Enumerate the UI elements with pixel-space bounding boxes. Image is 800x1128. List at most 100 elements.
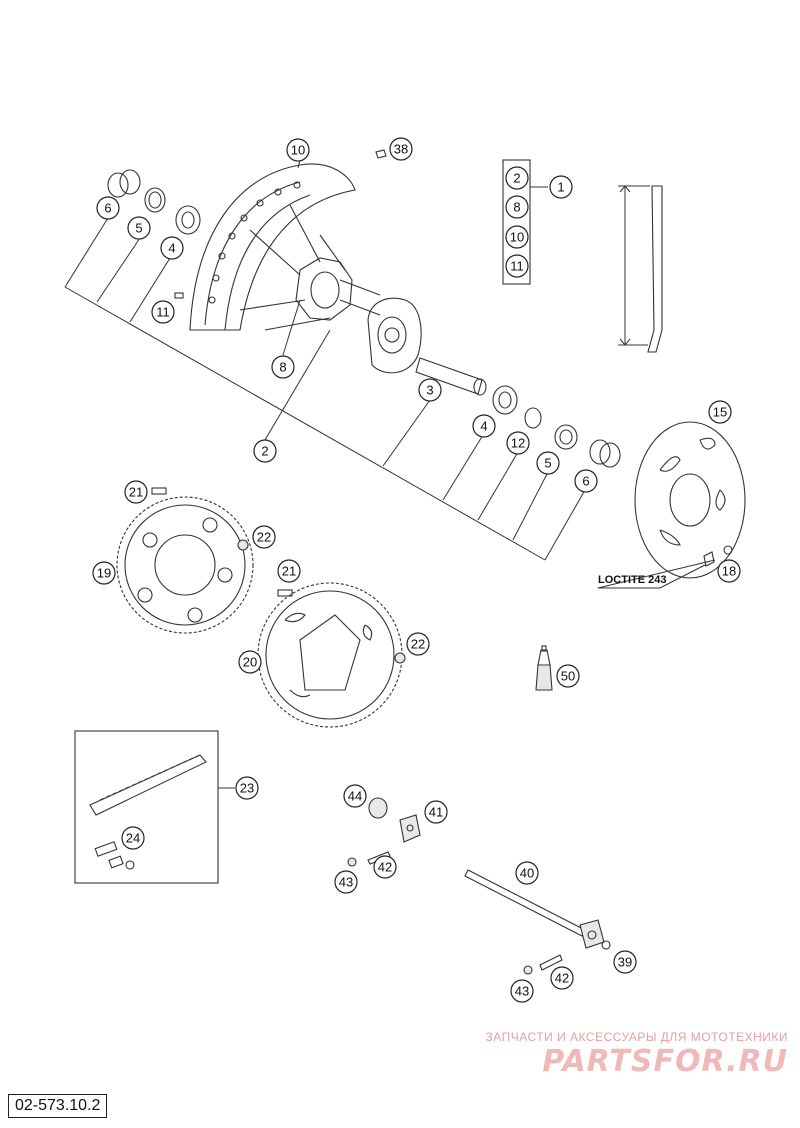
nut-43-b	[523, 965, 533, 975]
callout-50: 50	[556, 664, 580, 688]
chain-adjuster-41	[399, 814, 421, 843]
callout-19: 19	[92, 561, 116, 585]
svg-text:22: 22	[411, 637, 425, 652]
bolt-21-a	[151, 487, 167, 495]
svg-text:8: 8	[279, 360, 286, 375]
callout-21-b: 21	[277, 559, 301, 583]
svg-text:21: 21	[129, 485, 143, 500]
valve-38	[375, 149, 387, 159]
bearing-right-4	[492, 385, 518, 415]
callout-2: 2	[253, 439, 277, 463]
nut-22-b	[394, 652, 406, 664]
watermark-tagline: ЗАПЧАСТИ И АКСЕССУАРЫ ДЛЯ МОТОТЕХНИКИ	[485, 1030, 788, 1044]
svg-text:38: 38	[394, 142, 408, 157]
seal-left-5	[144, 187, 166, 213]
loctite-tube-50	[535, 645, 553, 691]
bearing-left-4	[175, 205, 201, 235]
svg-text:3: 3	[426, 383, 433, 398]
seal-right-5	[554, 424, 578, 450]
sprocket-20	[257, 582, 403, 728]
callout-5-left: 5	[127, 216, 151, 240]
callout-38: 38	[389, 137, 413, 161]
callout-24: 24	[121, 826, 145, 850]
svg-text:43: 43	[515, 984, 529, 999]
svg-text:5: 5	[544, 456, 551, 471]
svg-text:41: 41	[429, 805, 443, 820]
bolt-42-b	[539, 954, 563, 971]
callout-42-a: 42	[373, 855, 397, 879]
svg-text:18: 18	[722, 564, 736, 579]
svg-text:20: 20	[243, 655, 257, 670]
watermark: ЗАПЧАСТИ И АКСЕССУАРЫ ДЛЯ МОТОТЕХНИКИ PA…	[486, 1030, 788, 1079]
hub	[295, 257, 422, 374]
svg-text:4: 4	[168, 241, 175, 256]
watermark-brand: PARTSFOR.RU	[542, 1044, 788, 1079]
callout-22-b: 22	[406, 632, 430, 656]
svg-text:24: 24	[126, 831, 140, 846]
callout-3: 3	[418, 378, 442, 402]
nut-43-a	[347, 857, 357, 867]
washer-39	[601, 940, 611, 950]
callout-6-left: 6	[96, 196, 120, 220]
svg-text:22: 22	[257, 530, 271, 545]
spacer-left-6	[107, 169, 141, 198]
callout-6-right: 6	[574, 469, 598, 493]
svg-text:44: 44	[348, 789, 362, 804]
callout-20: 20	[238, 650, 262, 674]
callout-8: 8	[271, 355, 295, 379]
leader-lines	[64, 159, 716, 789]
svg-text:10: 10	[291, 143, 305, 158]
svg-text:12: 12	[511, 436, 525, 451]
svg-text:50: 50	[561, 669, 575, 684]
callout-5-right: 5	[536, 451, 560, 475]
svg-text:43: 43	[339, 875, 353, 890]
circlip-12	[524, 407, 542, 429]
svg-text:40: 40	[520, 866, 534, 881]
bolt-42-a	[367, 851, 391, 865]
callout-42-b: 42	[550, 966, 574, 990]
callout-4-right: 4	[472, 414, 496, 438]
callout-15: 15	[708, 400, 732, 424]
svg-text:6: 6	[582, 474, 589, 489]
document-code: 02-573.10.2	[8, 1094, 108, 1118]
sprocket-19	[116, 496, 254, 634]
svg-text:1: 1	[557, 180, 564, 195]
callout-12: 12	[506, 431, 530, 455]
bolt-21-b	[277, 589, 293, 597]
chain-box	[74, 730, 219, 884]
callout-23: 23	[235, 776, 259, 800]
svg-text:42: 42	[555, 971, 569, 986]
callout-21-a: 21	[124, 480, 148, 504]
callout-11: 11	[151, 300, 175, 324]
svg-text:19: 19	[97, 566, 111, 581]
callout-39: 39	[613, 950, 637, 974]
brake-disc	[634, 421, 746, 579]
svg-text:8: 8	[513, 200, 520, 215]
callout-43-b: 43	[510, 979, 534, 1003]
spokes	[239, 204, 346, 331]
svg-text:39: 39	[618, 955, 632, 970]
loctite-note: LOCTITE 243	[598, 574, 667, 586]
spoke-nipple	[174, 292, 184, 299]
nut-22-a	[237, 539, 249, 551]
callout-22-a: 22	[252, 525, 276, 549]
callout-10-kit: 10	[505, 225, 529, 249]
rim-holes	[208, 181, 301, 304]
callout-4-left: 4	[160, 236, 184, 260]
callout-44: 44	[343, 784, 367, 808]
distance-tube-3	[415, 357, 487, 396]
rear-axle-40	[464, 869, 605, 949]
svg-text:2: 2	[513, 171, 520, 186]
spacer-right-6	[589, 439, 621, 468]
rim	[189, 163, 356, 331]
callout-11-kit: 11	[505, 254, 529, 278]
svg-text:4: 4	[480, 419, 487, 434]
svg-text:15: 15	[713, 405, 727, 420]
callout-8-kit: 8	[505, 195, 529, 219]
callout-2-kit: 2	[505, 166, 529, 190]
callout-1: 1	[549, 175, 573, 199]
svg-text:11: 11	[510, 259, 524, 274]
kit-box-1	[502, 159, 531, 285]
svg-text:6: 6	[104, 201, 111, 216]
